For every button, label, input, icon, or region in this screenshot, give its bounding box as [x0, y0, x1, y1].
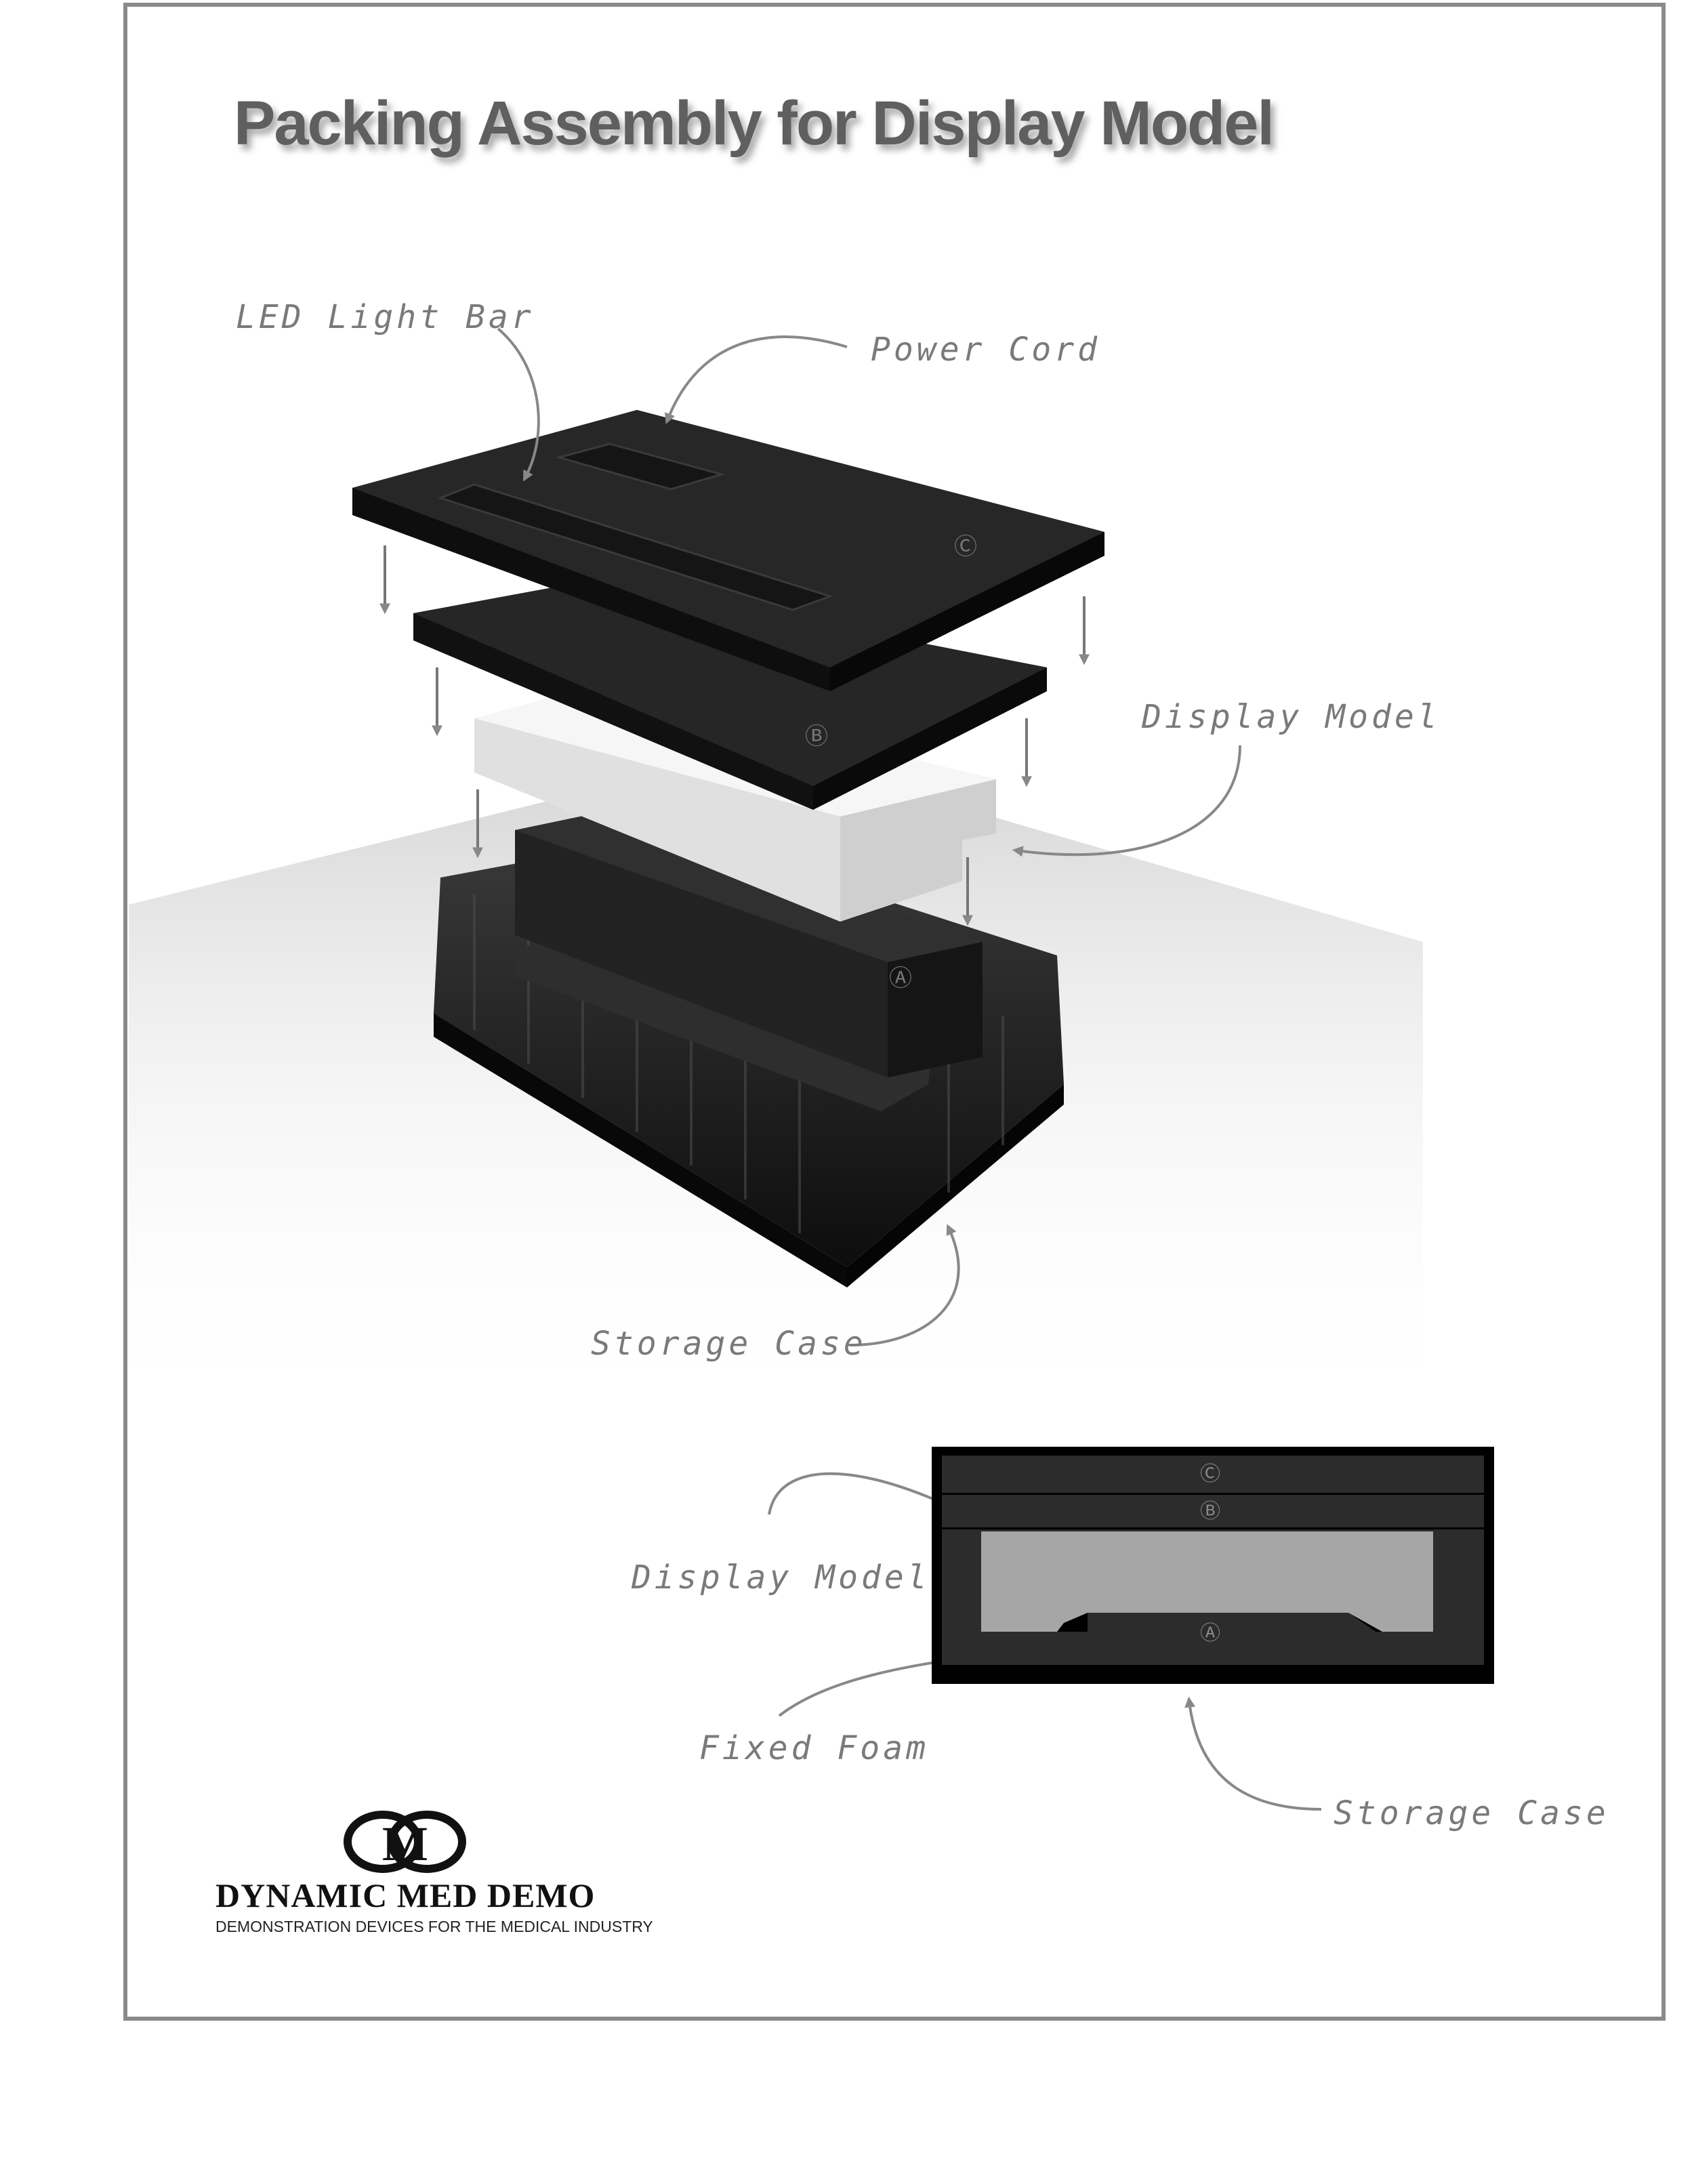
- label-storage-case: Storage Case: [591, 1325, 867, 1363]
- foam-layer-c: [352, 410, 1104, 691]
- brand-tagline: DEMONSTRATION DEVICES FOR THE MEDICAL IN…: [215, 1918, 653, 1935]
- section-marker-c: Ⓒ: [1200, 1462, 1220, 1486]
- assembly-arrows: [379, 545, 1090, 926]
- label-section-storage-case: Storage Case: [1334, 1794, 1609, 1832]
- section-marker-b: Ⓑ: [1200, 1500, 1220, 1523]
- brand-name: DYNAMIC MED DEMO: [215, 1876, 596, 1914]
- label-display-model: Display Model: [1142, 698, 1441, 736]
- cross-section-view: [932, 1447, 1494, 1684]
- storage-case: [434, 813, 1064, 1287]
- section-marker-a: Ⓐ: [1200, 1622, 1220, 1645]
- label-fixed-foam: Fixed Foam: [699, 1729, 929, 1767]
- layer-marker-c: Ⓒ: [954, 533, 977, 560]
- layer-marker-b: Ⓑ: [805, 723, 828, 750]
- dmd-logo-icon: M: [344, 1811, 466, 1873]
- svg-text:M: M: [382, 1817, 428, 1871]
- label-power-cord: Power Cord: [871, 331, 1100, 369]
- page-title: Packing Assembly for Display Model: [234, 89, 1275, 158]
- page-frame: [123, 3, 1666, 2021]
- label-led-light-bar: LED Light Bar: [236, 298, 535, 336]
- layer-marker-a: Ⓐ: [889, 965, 912, 992]
- label-section-display-model: Display Model: [632, 1559, 930, 1596]
